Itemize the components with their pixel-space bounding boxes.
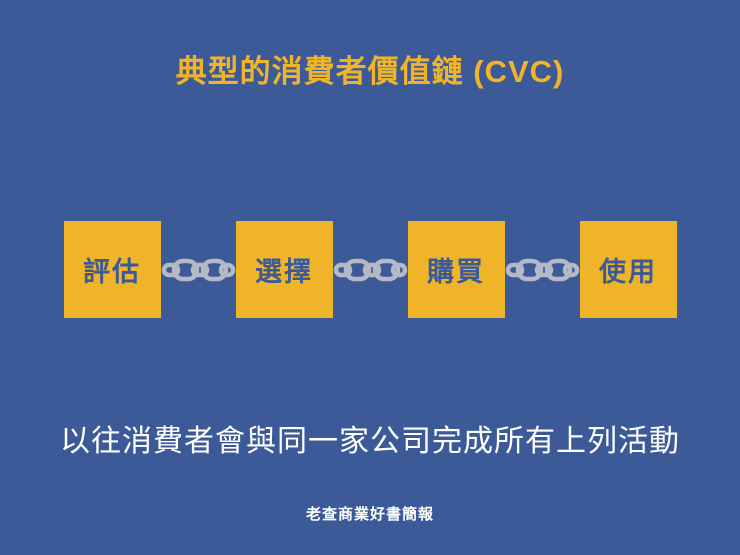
- step-label-4: 使用: [599, 257, 657, 287]
- step-box-1: 評估: [63, 221, 161, 318]
- value-chain-flow: 評估 選擇 購買: [0, 221, 740, 318]
- chain-link-icon: [505, 258, 579, 281]
- chain-link-icon: [161, 258, 235, 281]
- step-label-1: 評估: [83, 257, 141, 287]
- chain-link-icon: [333, 258, 407, 281]
- step-box-4: 使用: [579, 221, 677, 318]
- step-label-3: 購買: [427, 257, 485, 287]
- step-label-2: 選擇: [255, 257, 313, 287]
- footer-text: 老查商業好書簡報: [305, 506, 434, 523]
- step-box-3: 購買: [407, 221, 505, 318]
- caption-text: 以往消費者會與同一家公司完成所有上列活動: [60, 425, 680, 458]
- slide-title: 典型的消費者價值鏈 (CVC): [175, 54, 565, 89]
- step-box-2: 選擇: [235, 221, 333, 318]
